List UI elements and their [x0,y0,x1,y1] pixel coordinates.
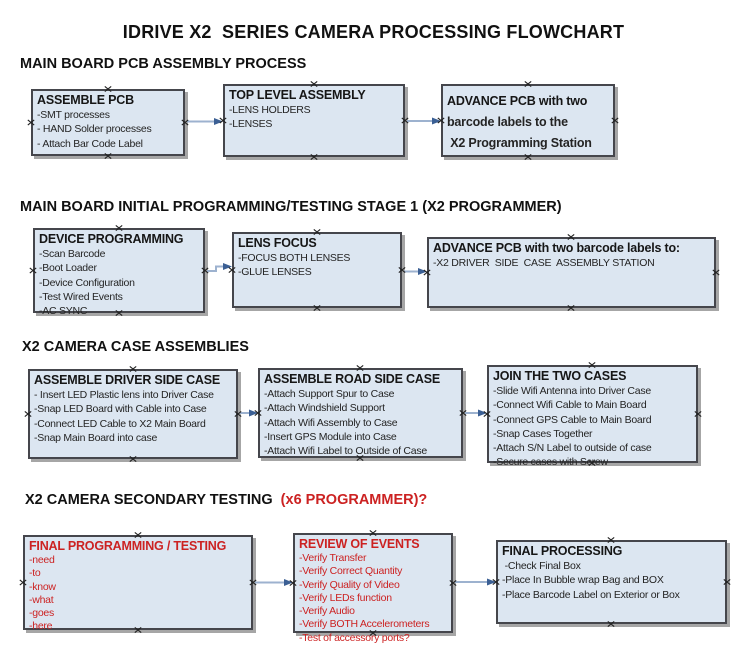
section-heading-initial-programming: MAIN BOARD INITIAL PROGRAMMING/TESTING S… [20,199,562,215]
process-box-assemble-pcb: ASSEMBLE PCB -SMT processes - HAND Solde… [31,89,185,156]
box-item: -know [29,580,56,593]
box-item: X2 Programming Station [447,136,592,150]
box-item: barcode labels to the [447,115,568,129]
box-item: -here [29,620,53,633]
box-title: ADVANCE PCB with two [447,94,588,108]
box-item: -what [29,593,54,606]
box-item: -Verify Quality of Video [299,578,400,591]
box-title: ASSEMBLE DRIVER SIDE CASE [34,373,221,387]
connector-arrow [207,263,232,272]
box-item: -Snap Main Board into case [34,431,158,444]
process-box-final-programming-testing: FINAL PROGRAMMING / TESTING -need -to -k… [23,535,253,633]
box-item: -Attach Wifi Label to Outside of Case [264,445,427,458]
box-title: DEVICE PROGRAMMING [39,232,184,246]
box-title: FINAL PROCESSING [502,544,623,558]
box-title: TOP LEVEL ASSEMBLY [229,88,366,102]
box-title: REVIEW OF EVENTS [299,537,420,551]
box-item: -FOCUS BOTH LENSES [238,252,351,264]
process-box-lens-focus: LENS FOCUS -FOCUS BOTH LENSES -GLUE LENS… [232,232,402,308]
box-item: -Verify BOTH Accelerometers [299,618,430,631]
box-item: -Scan Barcode [39,248,106,260]
box-item: - Attach Bar Code Label [37,137,143,150]
box-item: -Test of accessory ports? [299,631,410,644]
box-item: -Secure cases with Screw [493,456,608,469]
box-item: -Verify Audio [299,605,355,618]
process-box-device-programming: DEVICE PROGRAMMING -Scan Barcode -Boot L… [33,228,205,317]
box-title: ASSEMBLE ROAD SIDE CASE [264,372,440,386]
process-box-advance-pcb-driver-side: ADVANCE PCB with two barcode labels to: … [427,237,716,308]
box-item: -Device Configuration [39,276,135,289]
process-box-advance-pcb-programming-station: ADVANCE PCB with two barcode labels to t… [441,84,615,157]
box-item: -Verify Transfer [299,552,367,564]
box-item: -Snap Cases Together [493,427,593,440]
box-item: -need [29,554,55,566]
box-item: -goes [29,607,55,620]
box-item: -GLUE LENSES [238,266,312,279]
box-item: -LENSES [229,118,273,131]
box-item: - Insert LED Plastic lens into Driver Ca… [34,389,214,401]
process-box-assemble-road-side-case: ASSEMBLE ROAD SIDE CASE -Attach Support … [258,368,463,458]
section-heading-case-assemblies: X2 CAMERA CASE ASSEMBLIES [22,339,249,355]
box-item: -Place Barcode Label on Exterior or Box [502,588,680,601]
box-item: -Insert GPS Module into Case [264,430,397,443]
box-title: FINAL PROGRAMMING / TESTING [29,539,227,553]
box-item: -Verify LEDs function [299,591,392,604]
section-heading-secondary-testing: X2 CAMERA SECONDARY TESTING (x6 PROGRAMM… [25,492,427,508]
box-item: -LENS HOLDERS [229,104,311,116]
box-title: ASSEMBLE PCB [37,93,134,107]
box-title: ADVANCE PCB with two barcode labels to: [433,241,680,255]
process-box-final-processing: FINAL PROCESSING -Check Final Box -Place… [496,540,727,624]
box-item: -Snap LED Board with Cable into Case [34,403,207,416]
box-item: -Slide Wifi Antenna into Driver Case [493,385,651,397]
box-item: -to [29,567,41,580]
box-item: -Place In Bubble wrap Bag and BOX [502,574,664,587]
box-title: LENS FOCUS [238,236,317,250]
section-heading-secondary-testing-red: (x6 PROGRAMMER)? [280,492,428,508]
box-item: -Check Final Box [502,560,581,572]
box-item: -Attach Windshield Support [264,402,385,415]
process-box-assemble-driver-side-case: ASSEMBLE DRIVER SIDE CASE - Insert LED P… [28,369,238,459]
box-item: -SMT processes [37,109,110,121]
process-box-top-level-assembly: TOP LEVEL ASSEMBLY -LENS HOLDERS -LENSES [223,84,405,157]
box-item: - HAND Solder processes [37,123,152,136]
flowchart-title: IDRIVE X2 SERIES CAMERA PROCESSING FLOWC… [122,22,625,42]
box-item: -Attach Support Spur to Case [264,388,395,400]
box-item: -Boot Loader [39,262,97,275]
box-item: -Test Wired Events [39,290,123,303]
process-box-join-the-two-cases: JOIN THE TWO CASES -Slide Wifi Antenna i… [487,365,698,468]
box-item: -Verify Correct Quantity [299,565,403,578]
box-item: -Connect LED Cable to X2 Main Board [34,417,206,430]
box-item: -Attach Wifi Assembly to Case [264,416,398,429]
box-item: -AC SYNC [39,305,88,318]
box-item: -X2 DRIVER SIDE CASE ASSEMBLY STATION [433,257,655,269]
box-item: -Connect GPS Cable to Main Board [493,413,652,426]
section-heading-secondary-testing-black: X2 CAMERA SECONDARY TESTING [25,492,281,508]
box-item: -Attach S/N Label to outside of case [493,442,652,455]
process-box-review-of-events: REVIEW OF EVENTS -Verify Transfer -Verif… [293,533,453,644]
box-title: JOIN THE TWO CASES [493,369,627,383]
section-heading-pcb-assembly: MAIN BOARD PCB ASSEMBLY PROCESS [20,56,307,72]
box-item: -Connect Wifi Cable to Main Board [493,399,647,412]
